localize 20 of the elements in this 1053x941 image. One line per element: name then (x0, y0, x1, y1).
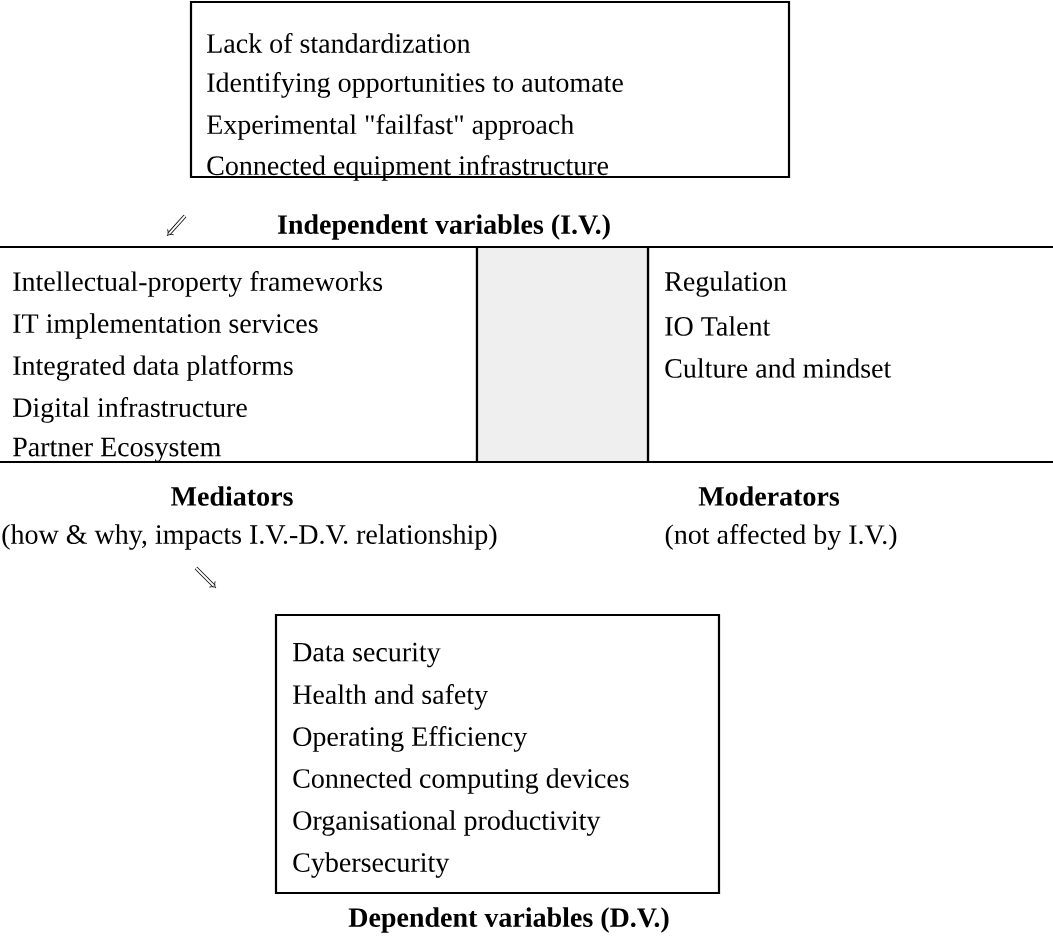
node-label: Experimental "failfast" approach (207, 114, 574, 140)
node-label: Operating Efficiency (293, 726, 528, 752)
node-label: Cybersecurity (293, 852, 450, 878)
heading-note: (how & why, impacts I.V.-D.V. relationship) (2, 524, 497, 550)
variable-box: Data security Health and safety Operating Efficiency Connected computing devices Organisational productivity Cybersecurity (274, 613, 721, 895)
node-label: Identifying opportunities to automate (207, 72, 623, 98)
variable-box: Regulation IO Talent Culture and mindset (646, 245, 1053, 464)
node-label: Lack of standardization (207, 33, 471, 53)
node-label: Health and safety (293, 684, 489, 710)
heading-note: (not affected by I.V.) (665, 524, 897, 550)
box-heading: Moderators (698, 486, 840, 506)
box-heading: Mediators (171, 486, 293, 506)
shaded-cell (475, 245, 650, 464)
box-heading: Dependent variables (D.V.) (348, 907, 669, 933)
variable-box: Lack of standardization Identifying opportunities to automate Experimental "failfast" approach Connected equipment infrastructure (189, 0, 791, 181)
node-label: Connected computing devices (293, 768, 629, 794)
node-label: Data security (293, 642, 441, 668)
node-label: Organisational productivity (293, 810, 601, 836)
node-label: Connected equipment infrastructure (207, 155, 609, 181)
box-heading: Independent variables (I.V.) (277, 214, 610, 240)
